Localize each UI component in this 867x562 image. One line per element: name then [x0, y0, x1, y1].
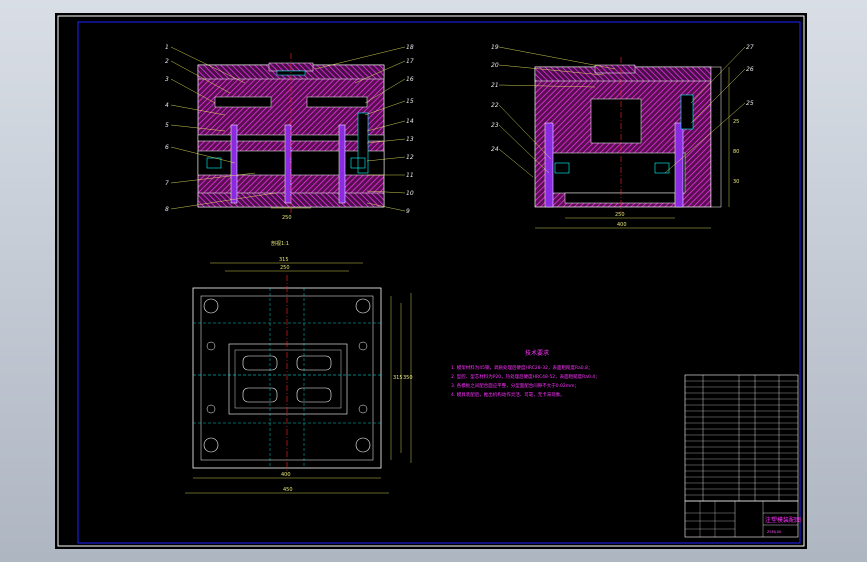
note-line: 4. 模具装配后，推出机构动作灵活、可靠，无卡滞现象。 — [451, 391, 565, 398]
part-label: 4 — [165, 102, 169, 109]
svg-text:315: 315 — [279, 257, 289, 263]
part-label: 21 — [491, 82, 499, 89]
part-label: 8 — [165, 206, 169, 213]
inner-border — [77, 21, 801, 544]
svg-text:30: 30 — [733, 179, 739, 185]
part-label: 7 — [165, 180, 169, 187]
part-label: 15 — [406, 98, 414, 105]
parts-list — [684, 374, 799, 502]
right-part-labels: 19 20 21 22 23 24 27 26 25 — [491, 44, 754, 153]
part-label: 27 — [746, 44, 754, 51]
note-line: 2. 型腔、型芯材料为P20，热处理后硬度HRC48-52，表面粗糙度Ra0.4… — [451, 373, 600, 380]
front-section-view: 250 — [197, 53, 385, 221]
part-label: 9 — [406, 208, 410, 215]
svg-text:250: 250 — [615, 212, 625, 218]
part-label: 10 — [406, 190, 414, 197]
note-line: 3. 各模板之间配合面应平整，分型面配合间隙不大于0.02mm； — [451, 382, 579, 389]
part-label: 24 — [491, 146, 499, 153]
part-label: 18 — [406, 44, 414, 51]
svg-text:400: 400 — [281, 472, 291, 478]
drawing-title: 注塑模装配图 — [765, 516, 801, 524]
part-label: 23 — [491, 122, 499, 129]
svg-text:250: 250 — [282, 215, 292, 221]
part-label: 13 — [406, 136, 414, 143]
left-leader-lines — [170, 46, 406, 212]
svg-text:350: 350 — [403, 375, 413, 381]
title-block: 注塑模装配图 ZSMJ-00 — [684, 500, 801, 538]
part-label: 6 — [165, 144, 169, 151]
part-label: 22 — [491, 102, 499, 109]
part-label: 14 — [406, 118, 414, 125]
part-label: 11 — [406, 172, 414, 179]
svg-text:450: 450 — [283, 487, 293, 493]
cad-drawing: 250 1 2 3 4 5 6 7 8 18 17 16 15 14 13 12… — [57, 15, 805, 547]
part-label: 12 — [406, 154, 414, 161]
part-label: 19 — [491, 44, 499, 51]
svg-text:25: 25 — [733, 119, 739, 125]
side-section-view: 250 400 25 80 30 — [534, 57, 739, 229]
drawing-sheet: 250 1 2 3 4 5 6 7 8 18 17 16 15 14 13 12… — [55, 13, 807, 549]
notes-title: 技术要求 — [525, 349, 549, 357]
part-label: 25 — [746, 100, 754, 107]
svg-text:80: 80 — [733, 149, 739, 155]
part-label: 17 — [406, 58, 414, 65]
outer-frame — [57, 15, 805, 547]
part-label: 16 — [406, 76, 414, 83]
drawing-code: ZSMJ-00 — [767, 530, 781, 534]
right-leader-lines — [498, 46, 746, 178]
part-label: 2 — [165, 58, 169, 65]
plan-view: 剖视1:1 315 250 400 450 315 350 — [185, 240, 413, 494]
svg-text:315: 315 — [393, 375, 403, 381]
left-part-labels: 1 2 3 4 5 6 7 8 18 17 16 15 14 13 12 11 … — [165, 44, 414, 215]
part-label: 20 — [491, 62, 499, 69]
part-label: 5 — [165, 122, 169, 129]
part-label: 1 — [165, 44, 169, 51]
part-label: 3 — [165, 76, 169, 83]
part-label: 26 — [746, 66, 754, 73]
svg-text:250: 250 — [280, 265, 290, 271]
note-line: 1. 模架材料为45钢，调质处理后硬度HRC28-32，表面粗糙度Ra0.8； — [451, 364, 592, 371]
section-label: 剖视1:1 — [271, 240, 289, 247]
svg-text:400: 400 — [617, 222, 627, 228]
technical-notes: 技术要求 1. 模架材料为45钢，调质处理后硬度HRC28-32，表面粗糙度Ra… — [451, 349, 600, 398]
